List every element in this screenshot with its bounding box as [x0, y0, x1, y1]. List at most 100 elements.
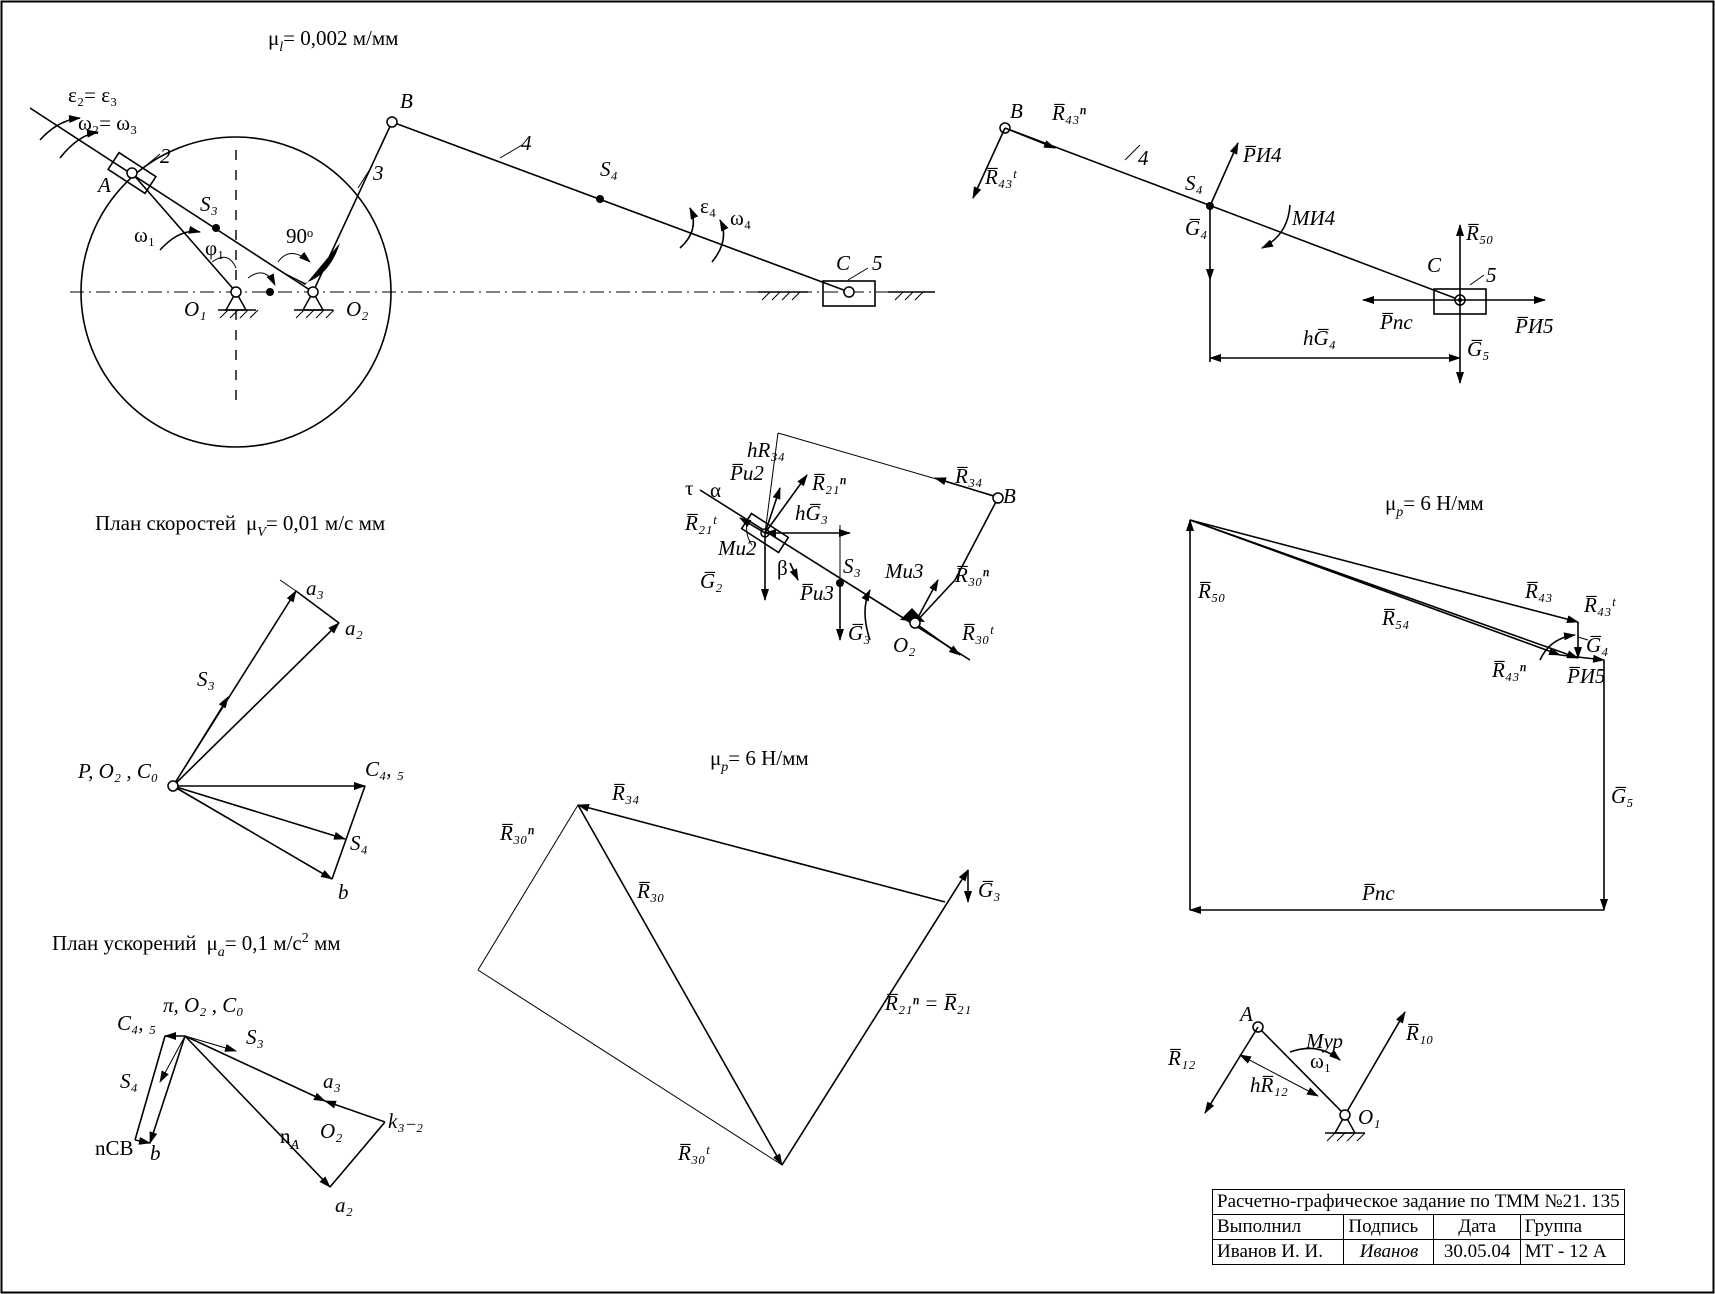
svg-text:R̅₃₀ᵗ: R̅₃₀ᵗ — [677, 1141, 710, 1165]
svg-text:O₁: O₁ — [1358, 1105, 1380, 1129]
label-n4: 4 — [521, 131, 532, 155]
value-signature: Иванов — [1343, 1239, 1435, 1265]
svg-text:R̅₄₃: R̅₄₃ — [1524, 579, 1552, 603]
header-date: Дата — [1433, 1214, 1521, 1240]
joint-A — [126, 167, 138, 179]
svg-text:R̅₄₃ⁿ: R̅₄₃ⁿ — [1491, 658, 1526, 682]
header-group: Группа — [1519, 1214, 1625, 1240]
svg-text:P, O₂ , C₀: P, O₂ , C₀ — [77, 759, 158, 783]
svg-text:μp= 6 Н/мм: μp= 6 Н/мм — [710, 746, 809, 775]
svg-text:G̅₂: G̅₂ — [700, 569, 722, 593]
eps-arrow — [39, 115, 81, 141]
svg-text:P̅и3: P̅и3 — [799, 581, 834, 605]
label-om1: ω₁ — [134, 223, 155, 247]
joint-C — [843, 286, 855, 298]
svg-text:R̅₁₀: R̅₁₀ — [1405, 1021, 1433, 1045]
svg-text:P̅И4: P̅И4 — [1242, 143, 1282, 167]
label-O2: O₂ — [346, 297, 368, 321]
scale-length: μl= 0,002 м/мм — [268, 26, 398, 55]
label-n2: 2 — [160, 144, 171, 168]
svg-text:R̅₄₃ⁿ: R̅₄₃ⁿ — [1051, 101, 1086, 125]
svg-text:B: B — [1003, 484, 1016, 508]
svg-text:MИ4: MИ4 — [1291, 206, 1336, 230]
svg-text:P̅и2: P̅и2 — [729, 461, 764, 485]
svg-text:G̅₅: G̅₅ — [1467, 337, 1489, 361]
svg-text:hR₃₄: hR₃₄ — [747, 438, 785, 462]
svg-text:R̅₅₄: R̅₅₄ — [1381, 606, 1409, 630]
crank-diagram: A Mур ω₁ R̅₁₀ R̅₁₂ hR̅₁₂ O₁ — [1167, 1002, 1433, 1142]
svg-text:R̅₃₀: R̅₃₀ — [636, 879, 664, 903]
om-arrow — [59, 129, 99, 159]
eps4-arrow — [679, 207, 699, 249]
svg-text:R̅₄₃ᵗ: R̅₄₃ᵗ — [1583, 593, 1616, 617]
svg-text:S₃: S₃ — [197, 667, 215, 691]
svg-text:G̅₄: G̅₄ — [1586, 633, 1608, 657]
svg-text:S₃: S₃ — [843, 554, 861, 578]
svg-text:b: b — [338, 880, 349, 904]
svg-text:Mур: Mур — [1305, 1029, 1343, 1053]
group45-diagram: B R̅₄₃ⁿ R̅₄₃ᵗ 4 S₄ P̅И4 MИ4 G̅₄ R̅₅₀ C 5… — [972, 99, 1554, 384]
point-S3 — [212, 224, 220, 232]
svg-text:B: B — [1010, 99, 1023, 123]
label-om4: ω₄ — [730, 206, 751, 230]
svg-text:C: C — [1427, 253, 1442, 277]
svg-text:4: 4 — [1138, 146, 1149, 170]
slider-2 — [106, 151, 158, 195]
svg-text:G̅₃: G̅₃ — [848, 621, 870, 645]
value-date: 30.05.04 — [1433, 1239, 1521, 1265]
velocity-plan: a₃ a₂ S₃ P, O₂ , C₀ C₄, ₅ S₄ b — [77, 576, 404, 904]
scale-force-right: μp= 6 Н/мм — [1385, 491, 1484, 520]
label-A: A — [96, 173, 111, 197]
label-om23: ω₂= ω₃ — [78, 111, 137, 135]
label-B: B — [400, 89, 413, 113]
svg-text:R̅₃₀ⁿ: R̅₃₀ⁿ — [954, 563, 989, 587]
joint-B — [386, 116, 398, 128]
svg-text:R̅₅₀: R̅₅₀ — [1197, 579, 1225, 603]
svg-text:A: A — [1238, 1002, 1253, 1026]
label-S3: S₃ — [200, 192, 218, 216]
svg-text:C₄, ₅: C₄, ₅ — [117, 1011, 156, 1035]
svg-text:P̅И5: P̅И5 — [1566, 664, 1606, 688]
svg-text:R̅₂₁ⁿ: R̅₂₁ⁿ — [811, 471, 846, 495]
svg-text:S₄: S₄ — [120, 1069, 138, 1093]
title-block-title: Расчетно-графическое задание по ТММ №21.… — [1212, 1189, 1625, 1215]
rocker-link — [29, 107, 314, 293]
header-signature: Подпись — [1343, 1214, 1435, 1240]
svg-text:S₄: S₄ — [1185, 171, 1203, 195]
label-eps23: ε₂= ε₃ — [68, 83, 117, 107]
slider-5 — [822, 280, 876, 307]
support-O2 — [294, 286, 335, 319]
label-n3: 3 — [372, 161, 384, 185]
support-O1 — [218, 286, 259, 319]
svg-text:R̅₁₂: R̅₁₂ — [1167, 1046, 1195, 1070]
label-phi1: φ₁ — [205, 236, 224, 260]
svg-text:a₃: a₃ — [323, 1069, 341, 1093]
svg-text:O₂: O₂ — [320, 1119, 342, 1143]
svg-text:P̅И5: P̅И5 — [1514, 314, 1554, 338]
svg-text:hG̅₃: hG̅₃ — [795, 501, 828, 525]
force-plan-23: R̅₃₄ R̅₃₀ⁿ R̅₃₀ G̅₃ R̅₂₁ⁿ = R̅₂₁ R̅₃₀ᵗ — [477, 781, 1000, 1166]
force-plan-45: R̅₅₀ R̅₅₄ R̅₄₃ R̅₄₃ᵗ G̅₄ R̅₄₃ⁿ P̅И5 G̅₅ … — [1186, 519, 1633, 914]
scale-force-left: μp= 6 Н/мм — [710, 746, 809, 775]
mechanism-diagram: ε₂= ε₃ ω₂= ω₃ A 2 S₃ ω₁ φ₁ 90ᵒ O₁ O₂ 3 B… — [29, 83, 935, 448]
svg-text:μp= 6 Н/мм: μp= 6 Н/мм — [1385, 491, 1484, 520]
svg-text:P̅пс: P̅пс — [1361, 881, 1395, 905]
value-group: МТ - 12 А — [1519, 1239, 1625, 1265]
header-performed: Выполнил — [1211, 1214, 1345, 1240]
label-S4: S₄ — [600, 157, 618, 181]
svg-text:α: α — [710, 478, 721, 502]
svg-text:hR̅₁₂: hR̅₁₂ — [1250, 1073, 1288, 1097]
svg-text:β: β — [777, 556, 788, 580]
svg-text:hG̅₄: hG̅₄ — [1303, 326, 1336, 350]
svg-text:R̅₂₁ⁿ = R̅₂₁: R̅₂₁ⁿ = R̅₂₁ — [884, 991, 971, 1015]
bell-crank-fill — [275, 243, 340, 285]
svg-text:τ: τ — [685, 476, 693, 500]
svg-text:a₂: a₂ — [335, 1193, 353, 1217]
svg-text:G̅₃: G̅₃ — [978, 878, 1000, 902]
